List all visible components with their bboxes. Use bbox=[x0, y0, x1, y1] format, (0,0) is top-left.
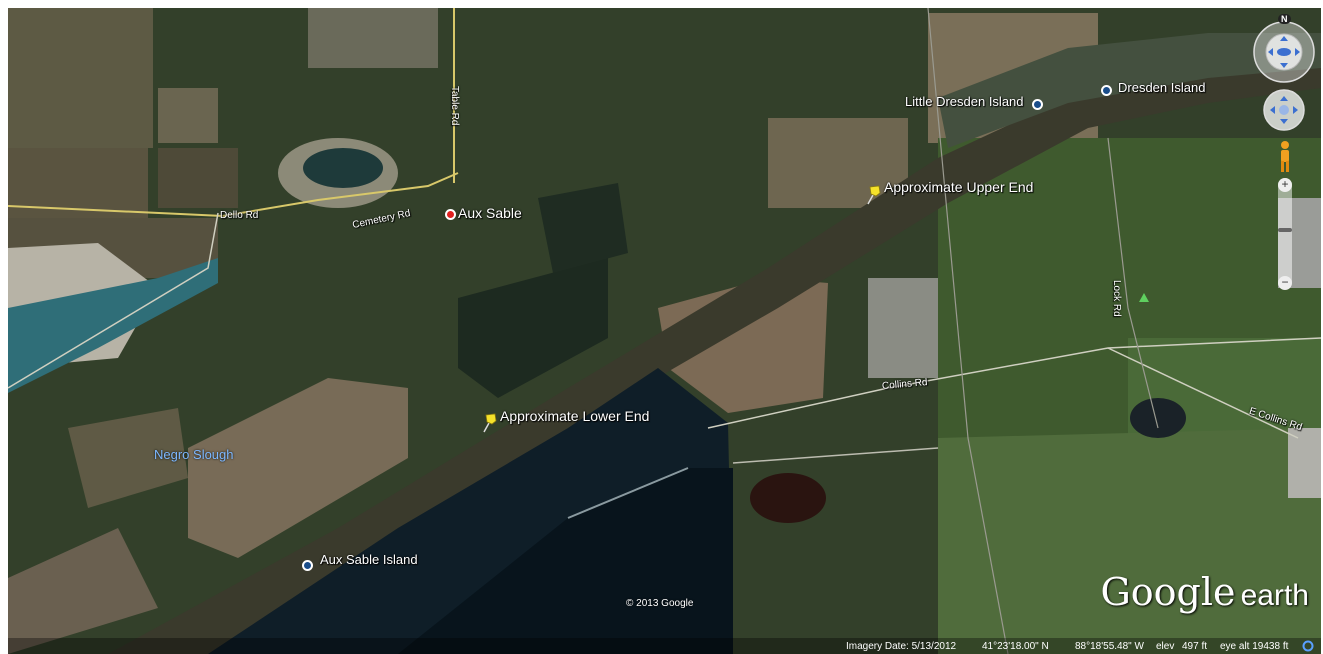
aux-sable-island-label[interactable]: Aux Sable Island bbox=[320, 552, 418, 567]
lock-rd-label: Lock Rd bbox=[1111, 280, 1122, 317]
eye-altitude: eye alt 19438 ft bbox=[1220, 641, 1289, 652]
satellite-map-view[interactable]: Aux Sable Little Dresden Island Dresden … bbox=[8, 8, 1321, 654]
street-view-pegman-icon[interactable] bbox=[1276, 140, 1294, 174]
copyright-text: © 2013 Google bbox=[626, 598, 694, 609]
zoom-out-button[interactable]: − bbox=[1278, 276, 1292, 290]
google-earth-logo: Google earth bbox=[1100, 570, 1309, 614]
lower-end-pushpin-icon[interactable] bbox=[480, 412, 498, 434]
table-rd-label: Table Rd bbox=[449, 86, 460, 126]
lower-end-label[interactable]: Approximate Lower End bbox=[500, 408, 650, 424]
streaming-status-icon bbox=[1302, 640, 1314, 652]
aux-sable-island-marker[interactable] bbox=[302, 560, 313, 571]
move-joystick-icon[interactable] bbox=[1262, 88, 1306, 132]
zoom-slider-track[interactable] bbox=[1278, 178, 1292, 288]
dresden-island-label[interactable]: Dresden Island bbox=[1118, 80, 1206, 95]
imagery-date: Imagery Date: 5/13/2012 bbox=[846, 641, 957, 652]
aux-sable-label[interactable]: Aux Sable bbox=[458, 205, 522, 221]
status-bar: Imagery Date: 5/13/2012 41°23'18.00" N 8… bbox=[8, 638, 1321, 654]
dello-rd-label: Dello Rd bbox=[220, 210, 259, 221]
elevation-value: 497 ft bbox=[1182, 641, 1208, 652]
elevation-label: elev bbox=[1156, 641, 1175, 652]
aux-sable-place-marker[interactable] bbox=[445, 209, 456, 220]
zoom-in-button[interactable]: + bbox=[1278, 178, 1292, 192]
zoom-slider-thumb[interactable] bbox=[1278, 228, 1292, 232]
little-dresden-island-marker[interactable] bbox=[1032, 99, 1043, 110]
latitude-readout: 41°23'18.00" N bbox=[982, 641, 1049, 652]
upper-end-label[interactable]: Approximate Upper End bbox=[884, 179, 1034, 195]
tree-icon bbox=[1139, 293, 1149, 302]
negro-slough-label[interactable]: Negro Slough bbox=[154, 447, 234, 462]
north-indicator[interactable]: N bbox=[1278, 14, 1291, 24]
dresden-island-marker[interactable] bbox=[1101, 85, 1112, 96]
longitude-readout: 88°18'55.48" W bbox=[1075, 641, 1144, 652]
look-joystick-icon[interactable] bbox=[1252, 16, 1316, 86]
terrain-imagery bbox=[8, 8, 1321, 654]
little-dresden-island-label[interactable]: Little Dresden Island bbox=[905, 94, 1024, 109]
upper-end-pushpin-icon[interactable] bbox=[864, 184, 882, 206]
